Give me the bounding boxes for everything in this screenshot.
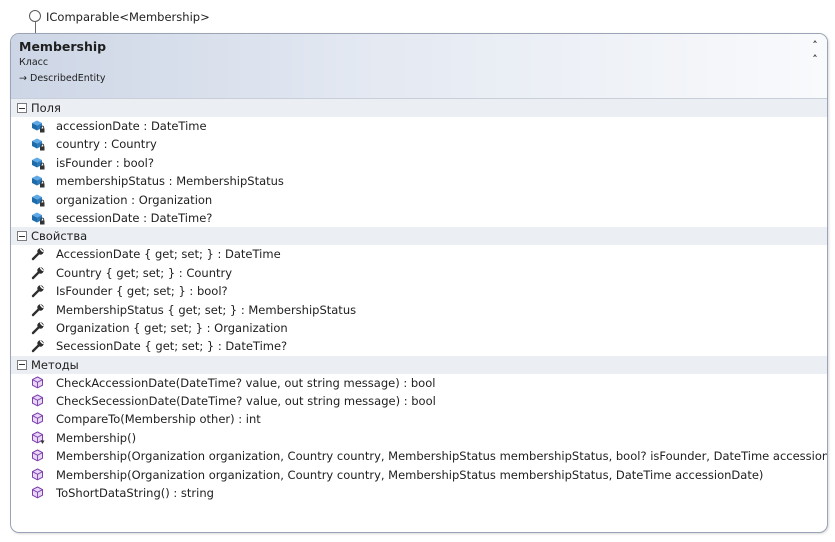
interface-connector (35, 22, 36, 42)
properties-row[interactable]: Organization { get; set; } : Organizatio… (11, 319, 827, 337)
fields-row[interactable]: isFounder : bool? (11, 154, 827, 172)
section-title: Свойства (31, 229, 88, 244)
fields-row[interactable]: secessionDate : DateTime? (11, 209, 827, 227)
properties-label: IsFounder { get; set; } : bool? (56, 284, 228, 299)
private-field-icon (31, 156, 45, 170)
methods-label: Membership() (56, 430, 137, 445)
property-wrench-icon (31, 284, 45, 298)
methods-row[interactable]: CheckSecessionDate(DateTime? value, out … (11, 392, 827, 410)
property-wrench-icon (31, 303, 45, 317)
fields-row[interactable]: country : Country (11, 135, 827, 153)
private-field-icon (31, 137, 45, 151)
properties-label: MembershipStatus { get; set; } : Members… (56, 302, 357, 317)
method-cube-icon (31, 486, 45, 500)
class-header[interactable]: Membership Класс → DescribedEntity ˄˄ (11, 34, 827, 99)
properties-row[interactable]: MembershipStatus { get; set; } : Members… (11, 301, 827, 319)
interface-label: IComparable<Membership> (46, 10, 210, 24)
section-methods-header[interactable]: Методы (11, 355, 827, 374)
methods-label: CheckSecessionDate(DateTime? value, out … (56, 394, 436, 409)
methods-label: CompareTo(Membership other) : int (56, 412, 261, 427)
interface-circle-icon (29, 10, 41, 22)
class-kind: Класс (19, 57, 49, 68)
class-shape[interactable]: Membership Класс → DescribedEntity ˄˄ По… (10, 33, 828, 533)
section-fields-header[interactable]: Поля (11, 99, 827, 117)
class-base: → DescribedEntity (19, 73, 106, 84)
methods-row[interactable]: CheckAccessionDate(DateTime? value, out … (11, 374, 827, 392)
fields-row[interactable]: membershipStatus : MembershipStatus (11, 172, 827, 190)
method-cube-icon (31, 449, 45, 463)
section-title: Методы (31, 357, 79, 372)
fields-row[interactable]: organization : Organization (11, 191, 827, 209)
property-wrench-icon (31, 266, 45, 280)
fields-label: isFounder : bool? (56, 155, 154, 170)
methods-label: Membership(Organization organization, Co… (56, 467, 764, 482)
properties-label: Organization { get; set; } : Organizatio… (56, 320, 288, 335)
property-wrench-icon (31, 247, 45, 261)
properties-label: AccessionDate { get; set; } : DateTime (56, 247, 281, 262)
private-field-icon (31, 193, 45, 207)
property-wrench-icon (31, 321, 45, 335)
method-cube-icon (31, 394, 45, 408)
inheritance-arrow-icon: → (19, 73, 27, 84)
properties-label: SecessionDate { get; set; } : DateTime? (56, 339, 288, 354)
methods-row[interactable]: CompareTo(Membership other) : int (11, 410, 827, 428)
method-cube-icon (31, 412, 45, 426)
properties-row[interactable]: AccessionDate { get; set; } : DateTime (11, 245, 827, 263)
property-wrench-icon (31, 339, 45, 353)
properties-row[interactable]: IsFounder { get; set; } : bool? (11, 282, 827, 300)
collapse-toggle-icon[interactable] (17, 231, 27, 242)
fields-label: membershipStatus : MembershipStatus (56, 174, 284, 189)
private-field-icon (31, 119, 45, 133)
method-cube-icon (31, 468, 45, 482)
fields-label: organization : Organization (56, 192, 213, 207)
methods-label: CheckAccessionDate(DateTime? value, out … (56, 375, 436, 390)
section-title: Поля (31, 101, 61, 115)
fields-label: accessionDate : DateTime (56, 119, 207, 133)
collapse-toggle-icon[interactable] (17, 103, 27, 113)
class-name: Membership (19, 39, 107, 54)
section-properties-header[interactable]: Свойства (11, 227, 827, 246)
methods-list: CheckAccessionDate(DateTime? value, out … (11, 374, 827, 503)
properties-label: Country { get; set; } : Country (56, 265, 233, 280)
methods-row[interactable]: Membership(Organization organization, Co… (11, 447, 827, 465)
fields-label: country : Country (56, 137, 157, 152)
fields-list: accessionDate : DateTime country : Countr… (11, 117, 827, 227)
fields-row[interactable]: accessionDate : DateTime (11, 117, 827, 135)
constructor-icon (31, 431, 45, 445)
fields-label: secessionDate : DateTime? (56, 210, 213, 225)
base-class-name: DescribedEntity (30, 73, 106, 84)
methods-row[interactable]: Membership() (11, 429, 827, 447)
properties-row[interactable]: Country { get; set; } : Country (11, 264, 827, 282)
method-cube-icon (31, 376, 45, 390)
private-field-icon (31, 211, 45, 225)
methods-label: Membership(Organization organization, Co… (56, 449, 828, 464)
collapse-toggle-icon[interactable] (17, 359, 27, 370)
collapse-chevron-icon[interactable]: ˄˄ (812, 39, 818, 66)
methods-row[interactable]: ToShortDataString() : string (11, 484, 827, 502)
properties-row[interactable]: SecessionDate { get; set; } : DateTime? (11, 337, 827, 355)
methods-row[interactable]: Membership(Organization organization, Co… (11, 466, 827, 484)
private-field-icon (31, 174, 45, 188)
methods-label: ToShortDataString() : string (56, 486, 214, 501)
